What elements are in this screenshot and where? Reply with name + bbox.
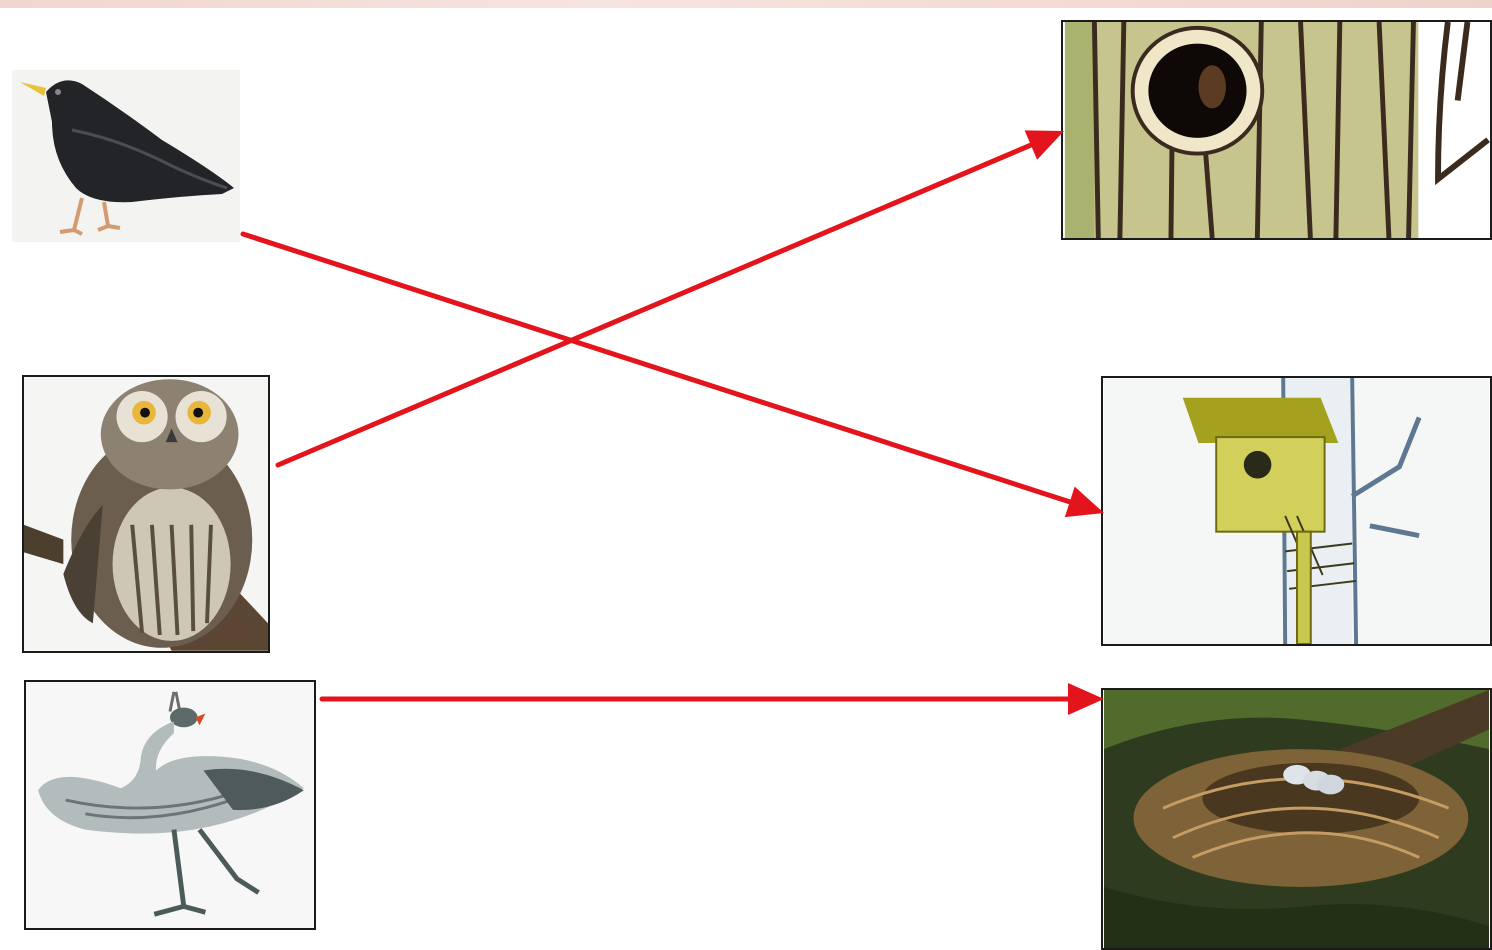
arrow-owl-to-tree-hollow bbox=[278, 145, 1031, 465]
arrowhead-birdhouse bbox=[1065, 487, 1104, 517]
arrow-starling-to-birdhouse bbox=[243, 234, 1070, 502]
arrowhead-grass-nest bbox=[1068, 683, 1104, 715]
